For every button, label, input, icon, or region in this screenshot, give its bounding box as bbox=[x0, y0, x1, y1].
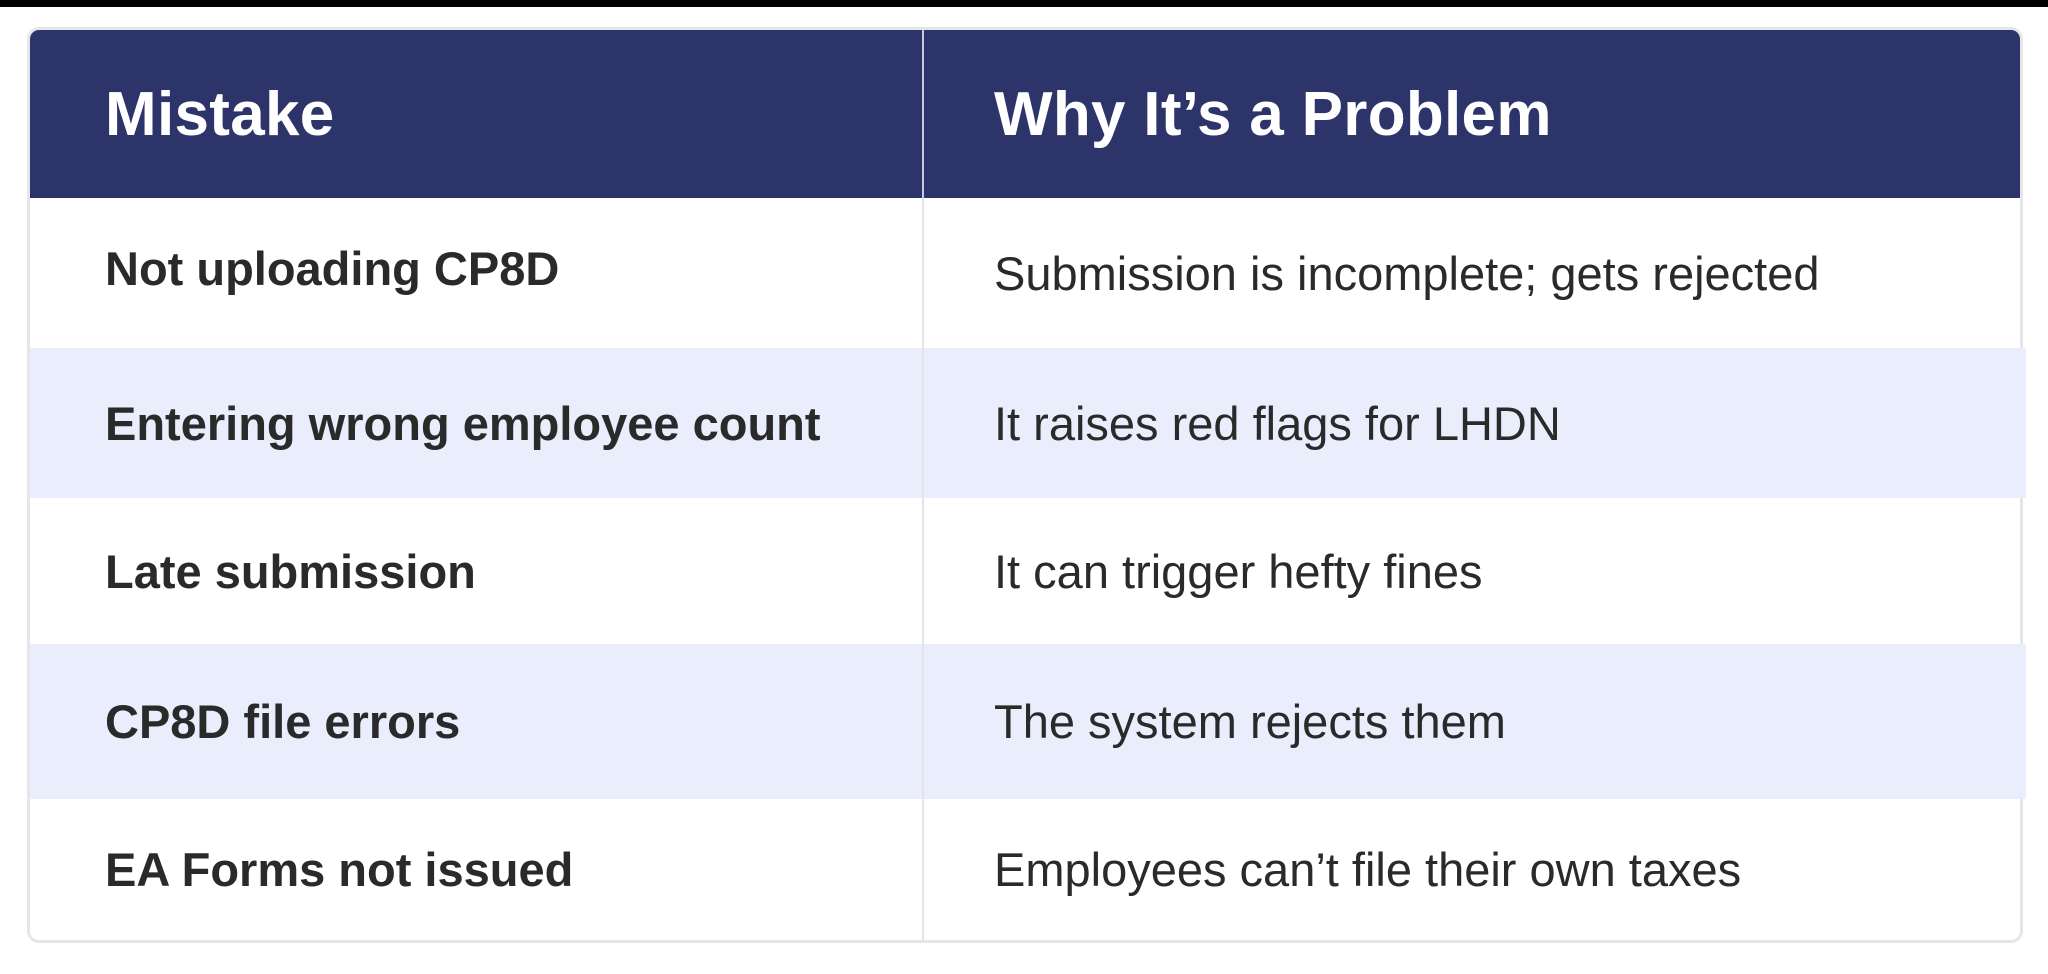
reason-cell: The system rejects them bbox=[994, 695, 1506, 748]
table-row: CP8D file errors The system rejects them bbox=[30, 644, 2026, 799]
table-row: Entering wrong employee count It raises … bbox=[30, 348, 2026, 498]
mistake-cell: Late submission bbox=[30, 498, 924, 644]
mistake-cell: EA Forms not issued bbox=[30, 799, 924, 940]
column-header-mistake: Mistake bbox=[30, 30, 924, 198]
reason-cell: It raises red flags for LHDN bbox=[994, 396, 1561, 450]
top-black-bar bbox=[0, 0, 2048, 7]
table-row: Late submission It can trigger hefty fin… bbox=[30, 498, 2026, 644]
mistake-cell: CP8D file errors bbox=[30, 644, 924, 799]
table-header-row: Mistake Why It’s a Problem bbox=[30, 30, 2020, 198]
column-header-why-problem: Why It’s a Problem bbox=[994, 79, 1552, 149]
table-inner: Mistake Why It’s a Problem Not uploading… bbox=[30, 30, 2026, 940]
mistakes-table: Mistake Why It’s a Problem Not uploading… bbox=[27, 27, 2026, 943]
table-row: EA Forms not issued Employees can’t file… bbox=[30, 799, 2026, 940]
reason-cell: It can trigger hefty fines bbox=[994, 544, 1483, 598]
mistake-cell: Not uploading CP8D bbox=[30, 198, 924, 348]
reason-cell: Submission is incomplete; gets rejected bbox=[994, 246, 1820, 300]
table-body: Not uploading CP8D Submission is incompl… bbox=[30, 198, 2026, 940]
mistake-cell: Entering wrong employee count bbox=[30, 348, 924, 498]
reason-cell: Employees can’t file their own taxes bbox=[994, 843, 1742, 896]
table-row: Not uploading CP8D Submission is incompl… bbox=[30, 198, 2026, 348]
